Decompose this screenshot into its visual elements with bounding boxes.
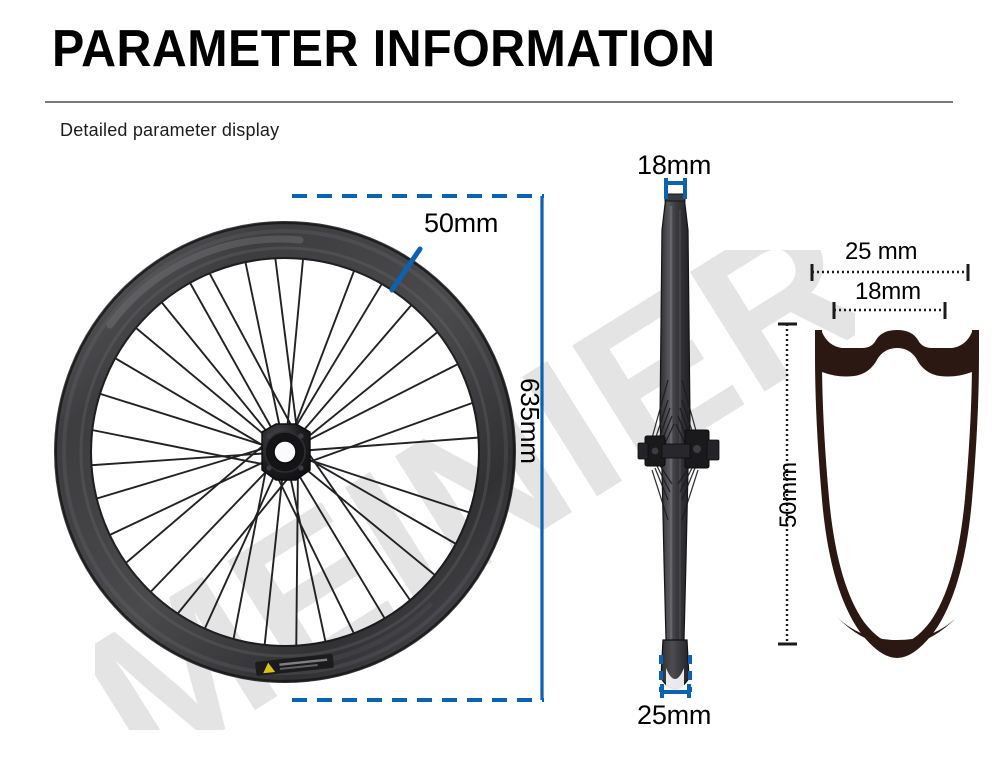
rim-outer-wall: [815, 330, 979, 658]
page-subtitle: Detailed parameter display: [60, 120, 280, 140]
rim-bottom-bridge: [836, 616, 958, 646]
page-title: PARAMETER INFORMATION: [52, 20, 716, 78]
front-wheel-dimensions: [292, 194, 544, 702]
front-wheel-spokes: [79, 231, 487, 675]
rim-bead-hooks: [815, 330, 979, 368]
dim-tick-50mm: [389, 246, 423, 293]
dim-label-rim-width-side: 18mm: [637, 150, 712, 180]
dim-label-depth-cs: 50mm: [775, 462, 802, 528]
rim-sticker: [255, 654, 334, 676]
front-wheel-hub: [261, 423, 311, 481]
dim-label-tire-width-side: 25mm: [637, 700, 712, 730]
title-divider: [45, 101, 953, 103]
dim-label-outer-width-cs: 25 mm: [845, 238, 918, 265]
dim-label-inner-width-cs: 18mm: [855, 278, 921, 305]
dim-label-rim-depth-front: 50mm: [424, 208, 499, 238]
front-wheel-figure: [54, 221, 516, 683]
rim-cross-section-dimensions: [778, 264, 970, 646]
dim-label-wheel-diameter: 635mm: [515, 378, 545, 464]
side-wheel-dimensions: [659, 178, 692, 698]
side-wheel-hub: [637, 429, 720, 469]
rim-inner-bed: [822, 336, 972, 377]
side-wheel-figure: [637, 193, 720, 695]
rim-cross-section-figure: [815, 330, 979, 658]
